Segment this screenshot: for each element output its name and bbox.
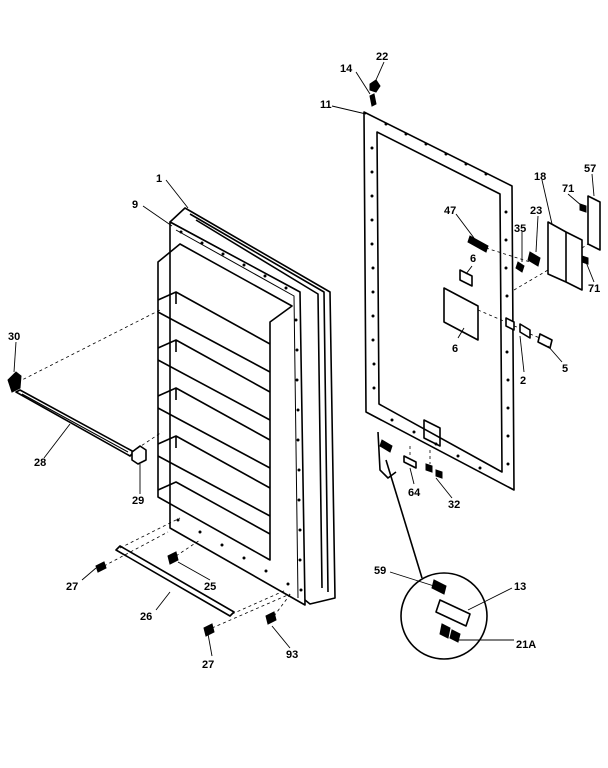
door-frame-assembly (363, 79, 601, 660)
callout-9: 9 (132, 199, 138, 211)
door-shelf (157, 339, 271, 421)
assembly-line (273, 591, 293, 617)
assembly-line (131, 431, 163, 453)
bottom-shelf-rail (115, 545, 235, 617)
shelf-rail-clip (7, 371, 22, 393)
door-liner (169, 221, 306, 606)
door-gasket (189, 213, 329, 593)
callout-5: 5 (562, 363, 568, 375)
callout-1: 1 (156, 173, 162, 185)
callout-23: 23 (530, 205, 542, 217)
callout-6-lower: 6 (452, 343, 458, 355)
rail-end-cap (131, 445, 147, 465)
callout-18: 18 (534, 171, 546, 183)
door-shelf (157, 291, 271, 373)
callout-14: 14 (340, 63, 353, 75)
assembly-line (17, 309, 161, 383)
rail-screw (95, 561, 107, 573)
assembly-line (529, 333, 541, 339)
rail-screw (203, 623, 215, 637)
callout-59: 59 (374, 565, 386, 577)
assembly-line (513, 325, 521, 329)
liner-screw-holes (176, 230, 303, 592)
door-hinge (547, 221, 583, 291)
callout-71-upper: 71 (562, 183, 574, 195)
door-shelf (157, 481, 271, 535)
strike-washer (403, 455, 417, 469)
callout-35: 35 (514, 223, 526, 235)
callout-47: 47 (444, 205, 456, 217)
door-gasket-frame (363, 111, 515, 491)
callout-30: 30 (8, 331, 20, 343)
hinge-plate (443, 287, 479, 341)
frame-screw-holes (370, 122, 510, 470)
callout-21A: 21A (516, 639, 536, 651)
door-shelf (157, 435, 271, 517)
detail-screw (449, 629, 461, 643)
detail-callout-circle (400, 572, 488, 660)
callout-64: 64 (408, 487, 421, 499)
hinge-pin (519, 323, 531, 339)
callout-28: 28 (34, 457, 46, 469)
assembly-line (175, 539, 201, 557)
callout-2: 2 (520, 375, 526, 387)
assembly-line (485, 247, 531, 263)
liner-screw (167, 551, 179, 565)
callout-25: 25 (204, 581, 216, 593)
strike-screw (425, 463, 433, 473)
door-gasket-frame-inner (376, 131, 503, 473)
assembly-line (119, 517, 181, 549)
hinge-washer (515, 261, 525, 273)
strike-spring (377, 431, 397, 479)
detail-leader (385, 459, 423, 579)
strike-clip (379, 439, 393, 453)
hinge-screw (467, 235, 489, 253)
top-pivot-pin (369, 93, 377, 107)
hinge-pin (505, 317, 515, 331)
callout-26: 26 (140, 611, 152, 623)
callout-labels: 1 9 30 28 29 27 25 26 27 93 22 14 11 47 … (8, 51, 600, 671)
hinge-bushing (537, 333, 553, 349)
callout-27-upper: 27 (66, 581, 78, 593)
callout-71-lower: 71 (588, 283, 600, 295)
callout-6-upper: 6 (470, 253, 476, 265)
assembly-line (231, 589, 287, 615)
leader-lines (13, 61, 595, 657)
strike-screw (435, 469, 443, 479)
liner-cavity (157, 243, 293, 561)
hinge-cover (587, 195, 601, 251)
hinge-bracket-upper (459, 269, 473, 287)
callout-13: 13 (514, 581, 526, 593)
door-shelf (157, 387, 271, 469)
hinge-spacer (527, 251, 541, 267)
detail-screw (439, 623, 451, 639)
hinge-cover-screw (581, 255, 589, 265)
detail-strike-plate (435, 599, 471, 627)
detail-strike-bracket (431, 579, 447, 595)
liner-flange (175, 229, 299, 599)
assembly-line (581, 243, 589, 249)
callout-22: 22 (376, 51, 388, 63)
callout-27-lower: 27 (202, 659, 214, 671)
assembly-line (103, 531, 169, 567)
door-assembly (7, 207, 336, 637)
assembly-line (513, 269, 549, 291)
assembly-line (477, 309, 507, 323)
assembly-line (211, 593, 291, 629)
frame-slot (423, 419, 441, 447)
callout-32: 32 (448, 499, 460, 511)
top-pivot-cap (369, 79, 381, 93)
door-screw (265, 611, 277, 625)
callout-93: 93 (286, 649, 298, 661)
shelf-rail-hatch (21, 393, 129, 453)
callout-29: 29 (132, 495, 144, 507)
callout-57: 57 (584, 163, 596, 175)
door-shelves (157, 291, 271, 535)
callout-11: 11 (320, 99, 332, 111)
